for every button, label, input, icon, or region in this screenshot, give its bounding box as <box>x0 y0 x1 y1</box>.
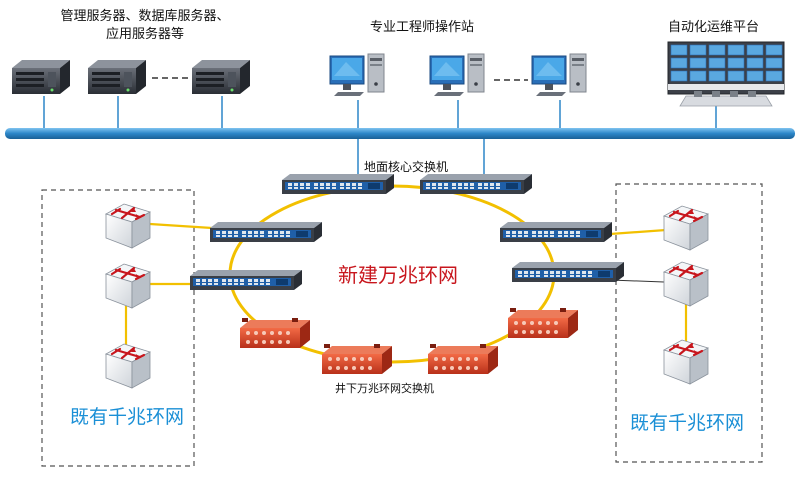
rack-switch-icon <box>210 222 322 242</box>
existing-ring-right-label: 既有千兆环网 <box>630 412 745 434</box>
automation-platform-label: 自动化运维平台 <box>668 20 760 35</box>
link-right-cube-1 <box>609 228 667 236</box>
existing-ring-left-label: 既有千兆环网 <box>70 406 185 428</box>
mine-switch-icon <box>322 344 392 374</box>
video-wall-icon <box>667 41 785 107</box>
rack-switch-icon <box>512 262 624 282</box>
rack-switch-icon <box>420 174 532 194</box>
router-cube-icon <box>104 202 152 250</box>
mine-switch-icon <box>240 318 310 348</box>
link-right-cube-2 <box>609 279 665 283</box>
router-cube-icon <box>104 342 152 390</box>
server-icon <box>88 60 146 94</box>
new-ring-label: 新建万兆环网 <box>338 263 458 287</box>
core-switch-label: 地面核心交换机 <box>364 160 449 174</box>
rack-switch-icon <box>190 270 302 290</box>
server-icon <box>192 60 250 94</box>
rack-switch-icon <box>282 174 394 194</box>
router-cube-icon <box>662 260 710 308</box>
server-icon <box>12 60 70 94</box>
mine-switch-icon <box>428 344 498 374</box>
link-left-cube-1 <box>149 222 213 230</box>
router-cube-icon <box>662 338 710 386</box>
backbone-bar <box>5 128 795 139</box>
underground-switch-label: 井下万兆环网交换机 <box>335 382 434 395</box>
servers-label: 管理服务器、数据库服务器、应用服务器等 <box>60 9 230 42</box>
workstation-icon <box>329 53 385 97</box>
workstation-icon <box>531 53 587 97</box>
existing-ring-left-box <box>41 189 195 467</box>
rack-switch-icon <box>500 222 612 242</box>
workstations-label: 专业工程师操作站 <box>370 20 475 35</box>
mine-switch-icon <box>508 308 578 338</box>
workstation-icon <box>429 53 485 97</box>
router-cube-icon <box>662 204 710 252</box>
existing-ring-right-box <box>615 183 763 463</box>
router-cube-icon <box>104 262 152 310</box>
